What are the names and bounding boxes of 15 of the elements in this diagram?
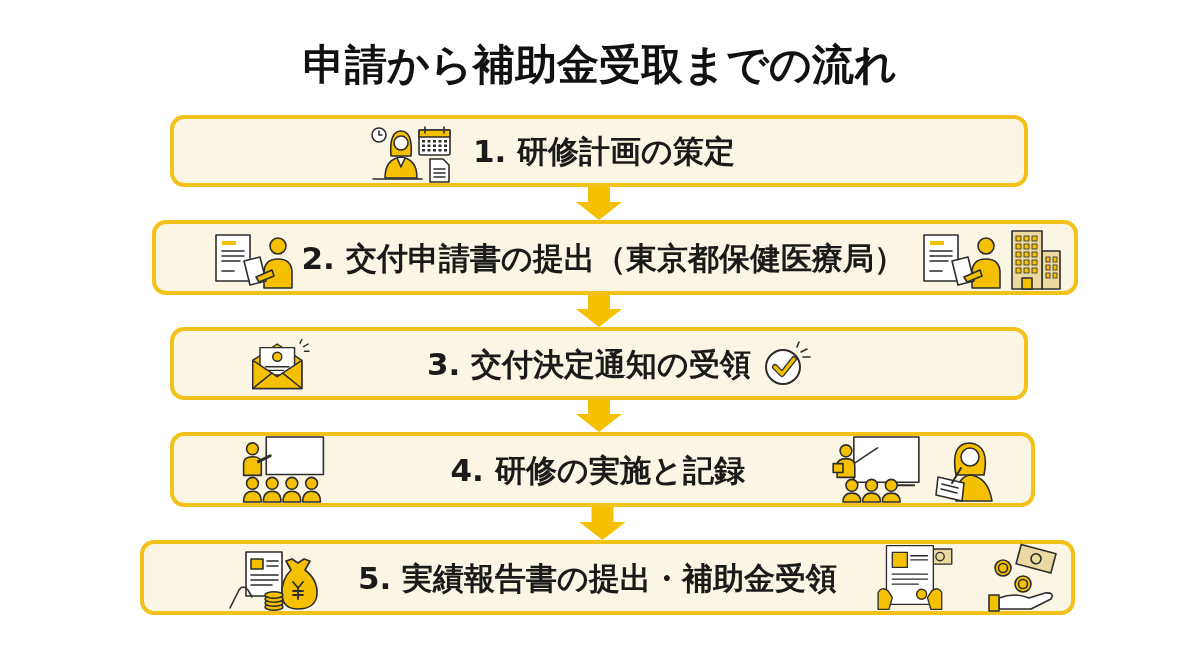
step-title: 5. 実績報告書の提出・補助金受領 <box>357 558 838 598</box>
down-arrow <box>576 187 622 220</box>
step-title: 4. 研修の実施と記録 <box>450 450 745 490</box>
step-box <box>170 327 1028 400</box>
step-box <box>170 115 1028 187</box>
step-title: 2. 交付申請書の提出（東京都保健医療局） <box>301 238 905 278</box>
step-title: 1. 研修計画の策定 <box>472 132 736 171</box>
diagram-title: 申請から補助金受取までの流れ <box>303 39 897 91</box>
step-box <box>140 540 1075 615</box>
down-arrow <box>576 295 622 327</box>
step-title: 3. 交付決定通知の受領 <box>426 344 752 384</box>
step-box <box>152 220 1078 295</box>
down-arrow <box>576 400 622 432</box>
step-box <box>170 432 1035 507</box>
down-arrow <box>579 507 626 540</box>
